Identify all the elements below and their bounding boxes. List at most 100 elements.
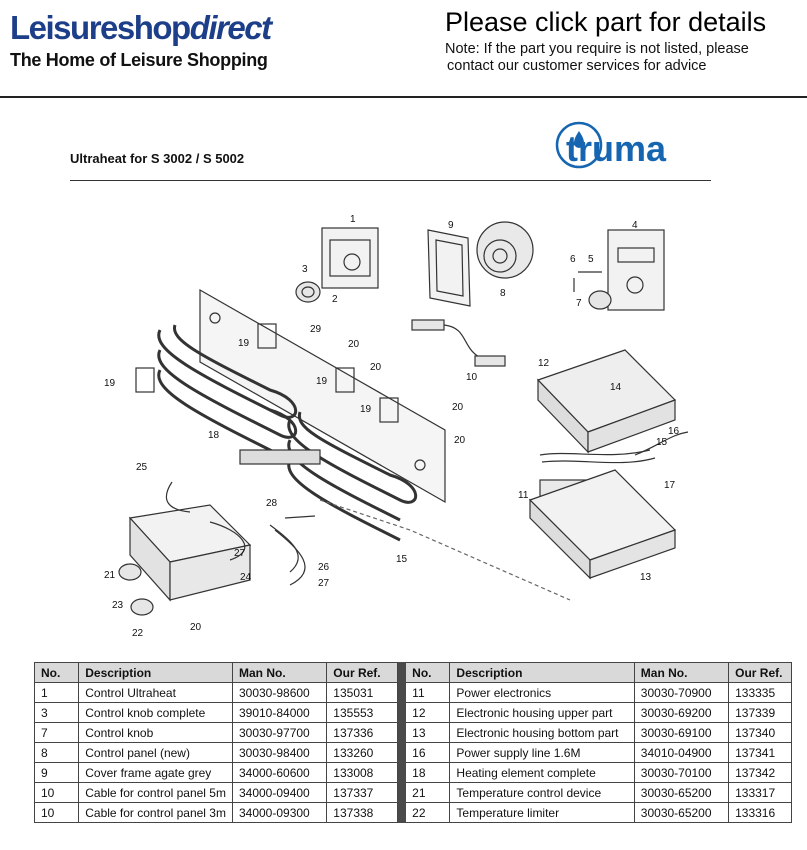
table-row[interactable]: 7 Control knob 30030-97700 137336 13 Ele…	[33, 722, 792, 743]
cell-description[interactable]: Cover frame agate grey	[78, 762, 233, 783]
callout-19a[interactable]: 19	[238, 338, 250, 349]
cell-man-no: 34000-60600	[231, 762, 328, 783]
callout-5[interactable]: 5	[588, 254, 594, 265]
cta-note: Note: If the part you require is not lis…	[445, 41, 805, 75]
brand-logo-accent: direct	[189, 9, 272, 46]
part-electronic-housing-upper[interactable]	[536, 349, 677, 454]
table-row[interactable]: 9 Cover frame agate grey 34000-60600 133…	[33, 762, 792, 783]
cell-man-no: 30030-69200	[633, 702, 730, 723]
callout-21[interactable]: 21	[104, 570, 116, 581]
callout-23[interactable]: 23	[112, 600, 124, 611]
callout-19d[interactable]: 19	[360, 404, 372, 415]
part-temperature-limiter[interactable]	[130, 598, 154, 616]
cell-description[interactable]: Control panel (new)	[78, 742, 233, 763]
cell-no: 13	[405, 722, 451, 743]
callout-19c[interactable]: 19	[316, 376, 328, 387]
column-divider	[396, 782, 407, 803]
part-cover-frame[interactable]	[427, 229, 471, 307]
cell-description[interactable]: Power electronics	[449, 682, 635, 703]
table-row[interactable]: 10 Cable for control panel 3m 34000-0930…	[33, 802, 792, 823]
cell-man-no: 34000-09300	[231, 802, 328, 823]
cell-description[interactable]: Heating element complete	[449, 762, 635, 783]
brand-tagline: The Home of Leisure Shopping	[10, 50, 268, 70]
callout-18[interactable]: 18	[208, 430, 220, 441]
cell-description[interactable]: Cable for control panel 5m	[78, 782, 233, 803]
cell-description[interactable]: Cable for control panel 3m	[78, 802, 233, 823]
part-control-knob[interactable]	[588, 290, 612, 310]
parts-table-header: No. Description Man No. Our Ref. No. Des…	[33, 662, 792, 683]
table-row[interactable]: 1 Control Ultraheat 30030-98600 135031 1…	[33, 682, 792, 703]
cable-25	[166, 481, 191, 513]
callout-15b[interactable]: 15	[396, 554, 408, 565]
cell-our-ref: 137340	[728, 722, 792, 743]
exploded-parts-diagram: 1 2 3 4 5 6 7 8 9 10 11 12 13 14 15 15 1…	[104, 214, 689, 639]
assembly-leader	[319, 499, 571, 601]
brand-logo[interactable]: Leisureshopdirect	[10, 9, 272, 46]
brand-block: Leisureshopdirect The Home of Leisure Sh…	[10, 9, 272, 71]
callout-12[interactable]: 12	[538, 358, 550, 369]
callout-27a[interactable]: 27	[234, 548, 246, 559]
part-heating-element[interactable]	[157, 324, 418, 542]
callout-10[interactable]: 10	[466, 372, 478, 383]
part-electronic-housing-bottom[interactable]	[528, 469, 677, 580]
table-row[interactable]: 3 Control knob complete 39010-84000 1355…	[33, 702, 792, 723]
callout-20e[interactable]: 20	[190, 622, 202, 633]
callout-20c[interactable]: 20	[452, 402, 464, 413]
callout-11[interactable]: 11	[518, 490, 529, 501]
callout-9[interactable]: 9	[448, 220, 454, 231]
callout-16[interactable]: 16	[668, 426, 680, 437]
callout-3[interactable]: 3	[302, 264, 308, 275]
callout-13[interactable]: 13	[640, 572, 652, 583]
callout-19b[interactable]: 19	[104, 378, 116, 389]
cell-description[interactable]: Control Ultraheat	[78, 682, 233, 703]
header-divider	[0, 96, 807, 98]
callout-27b[interactable]: 27	[318, 578, 330, 589]
cell-description[interactable]: Control knob	[78, 722, 233, 743]
callout-7[interactable]: 7	[576, 298, 582, 309]
cell-description[interactable]: Temperature control device	[449, 782, 635, 803]
table-row[interactable]: 10 Cable for control panel 5m 34000-0940…	[33, 782, 792, 803]
cell-description[interactable]: Power supply line 1.6M	[449, 742, 635, 763]
callout-2[interactable]: 2	[332, 294, 338, 305]
part-control-panel[interactable]	[476, 221, 534, 279]
part-control-knob-complete[interactable]	[295, 281, 321, 303]
col-no: No.	[33, 662, 80, 683]
cell-no: 3	[33, 702, 80, 723]
parts-table: No. Description Man No. Our Ref. No. Des…	[33, 662, 792, 823]
callout-4[interactable]: 4	[632, 220, 638, 231]
cell-man-no: 30030-98600	[231, 682, 328, 703]
callout-28[interactable]: 28	[266, 498, 278, 509]
callout-26[interactable]: 26	[318, 562, 330, 573]
part-temperature-control-device[interactable]	[118, 563, 142, 581]
cell-man-no: 34010-04900	[633, 742, 730, 763]
callout-8[interactable]: 8	[500, 288, 506, 299]
callout-24[interactable]: 24	[240, 572, 252, 583]
part-control-ultraheat[interactable]	[321, 227, 379, 289]
bracket-19-a	[257, 323, 277, 349]
callout-20d[interactable]: 20	[454, 435, 466, 446]
callout-17[interactable]: 17	[664, 480, 676, 491]
cell-description[interactable]: Temperature limiter	[449, 802, 635, 823]
callout-25[interactable]: 25	[136, 462, 148, 473]
cell-no: 7	[33, 722, 80, 743]
cell-our-ref: 135031	[326, 682, 398, 703]
callout-1[interactable]: 1	[350, 214, 356, 225]
column-divider	[396, 802, 407, 823]
cell-no: 16	[405, 742, 451, 763]
callout-29[interactable]: 29	[310, 324, 322, 335]
cell-description[interactable]: Control knob complete	[78, 702, 233, 723]
cell-description[interactable]: Electronic housing bottom part	[449, 722, 635, 743]
part-cable-control-panel[interactable]	[411, 319, 506, 367]
callout-22[interactable]: 22	[132, 628, 144, 639]
table-row[interactable]: 8 Control panel (new) 30030-98400 133260…	[33, 742, 792, 763]
part-control-4[interactable]	[607, 229, 665, 311]
cell-man-no: 30030-70900	[633, 682, 730, 703]
callout-20a[interactable]: 20	[348, 339, 360, 350]
cell-our-ref: 137338	[326, 802, 398, 823]
callout-20b[interactable]: 20	[370, 362, 382, 373]
callout-6[interactable]: 6	[570, 254, 576, 265]
cell-description[interactable]: Electronic housing upper part	[449, 702, 635, 723]
callout-15a[interactable]: 15	[656, 437, 668, 448]
callout-14[interactable]: 14	[610, 382, 622, 393]
part-power-supply-line[interactable]	[634, 431, 689, 456]
